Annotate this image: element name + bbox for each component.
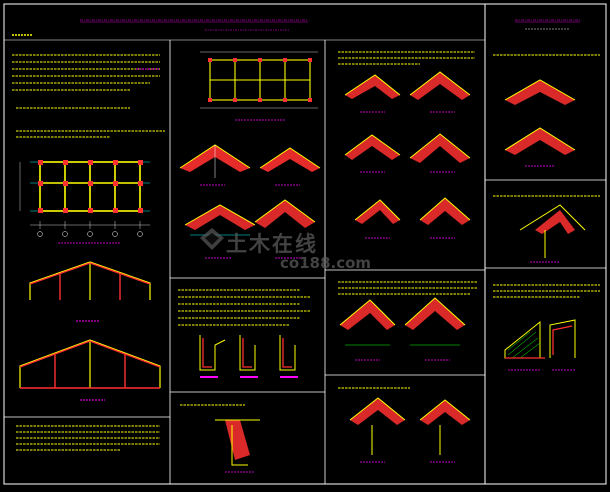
watermark-logo-icon xyxy=(200,228,224,250)
outer-frame xyxy=(3,3,607,485)
watermark-cn: 土木在线 xyxy=(226,232,318,256)
watermark: 土木在线 co188.com xyxy=(198,228,371,272)
watermark-en: co188.com xyxy=(280,254,372,272)
